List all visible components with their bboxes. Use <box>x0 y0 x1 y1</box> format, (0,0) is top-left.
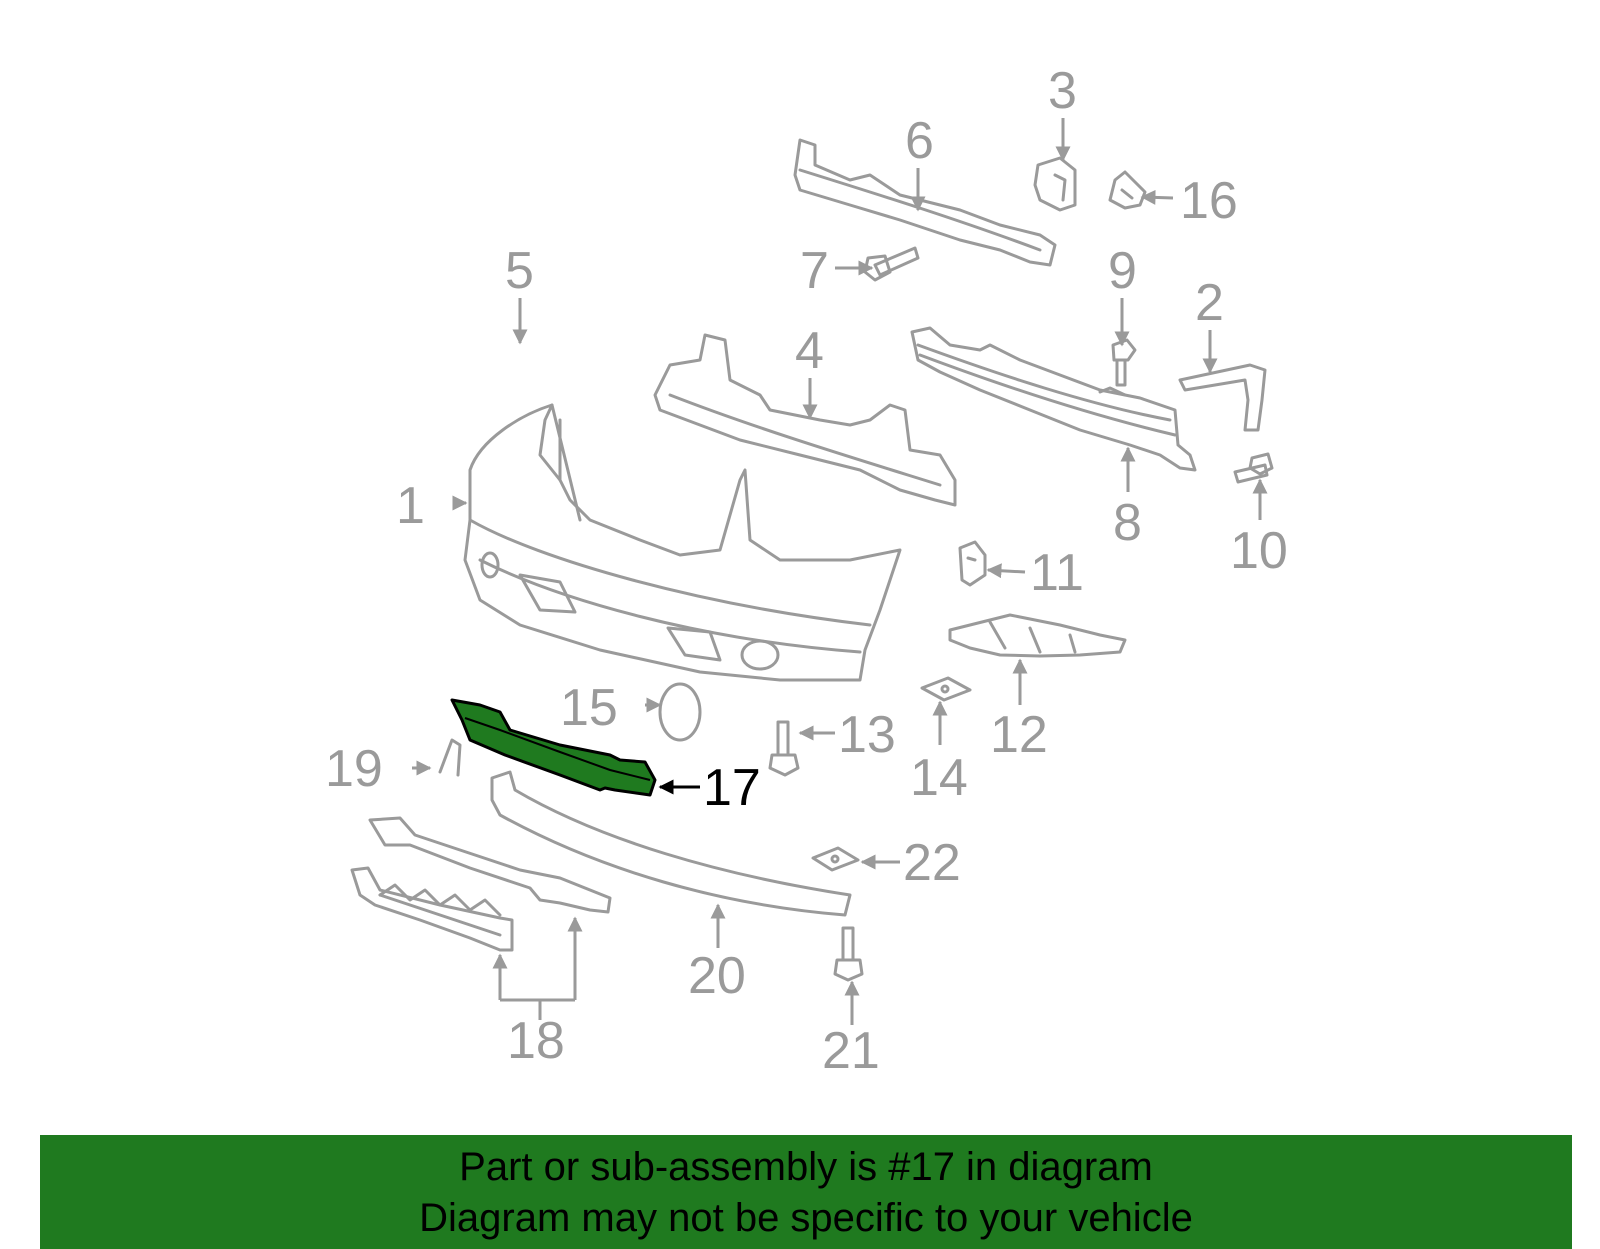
callout-4: 4 <box>795 322 824 380</box>
callout-7: 7 <box>800 242 829 300</box>
part-22-nut <box>811 846 860 872</box>
callout-5: 5 <box>505 242 534 300</box>
part-4-absorber <box>653 333 957 507</box>
part-reference-text: Part or sub-assembly is #17 in diagram <box>459 1145 1153 1189</box>
callout-1: 1 <box>396 477 425 535</box>
callout-16: 16 <box>1180 172 1238 230</box>
callout-15: 15 <box>560 679 618 737</box>
callout-12: 12 <box>990 706 1048 764</box>
callout-14: 14 <box>910 749 968 807</box>
callout-17: 17 <box>703 759 761 817</box>
callout-22: 22 <box>903 834 961 892</box>
part-3-clip <box>1033 156 1077 212</box>
callout-20: 20 <box>688 947 746 1005</box>
callout-3: 3 <box>1048 62 1077 120</box>
part-14-nut <box>920 676 972 702</box>
part-8-reinforcement <box>910 326 1197 472</box>
part-21-bolt <box>833 926 864 982</box>
callout-13: 13 <box>838 706 896 764</box>
part-16-clip <box>1108 170 1147 210</box>
info-banner: Part or sub-assembly is #17 in diagram D… <box>40 1135 1572 1249</box>
part-13-bolt <box>768 720 800 777</box>
callout-6: 6 <box>905 112 934 170</box>
part-11-retainer <box>958 540 987 587</box>
callout-21: 21 <box>822 1022 880 1080</box>
part-7-bolt <box>863 246 920 282</box>
part-17-deflector-highlighted <box>450 698 657 797</box>
callout-19: 19 <box>325 740 383 798</box>
leader-lines <box>412 118 1268 1025</box>
part-20-valance <box>490 770 852 917</box>
part-19-bracket <box>438 738 462 777</box>
part-2-bracket <box>1178 363 1267 432</box>
part-12-bracket <box>948 613 1127 658</box>
part-18-grille <box>350 816 612 952</box>
part-15-grommet <box>658 682 702 742</box>
part-9-bolt <box>1111 338 1137 387</box>
callout-9: 9 <box>1108 242 1137 300</box>
callout-2: 2 <box>1195 274 1224 332</box>
callout-18: 18 <box>507 1012 565 1070</box>
part-10-bolt <box>1233 452 1274 484</box>
part-1-bumper-cover <box>463 403 902 682</box>
callout-8: 8 <box>1113 494 1142 552</box>
callout-10: 10 <box>1230 522 1288 580</box>
disclaimer-text: Diagram may not be specific to your vehi… <box>419 1196 1193 1240</box>
callout-11: 11 <box>1030 544 1084 602</box>
